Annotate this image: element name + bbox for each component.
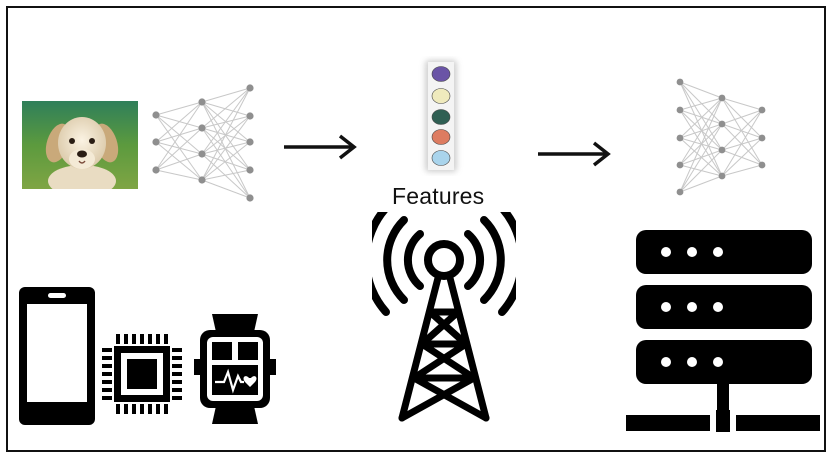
server-rack-icon [626, 230, 820, 432]
arrow-right-icon [284, 134, 357, 160]
feature-vector-icon [425, 60, 457, 172]
microchip-icon [102, 334, 182, 414]
smartphone-icon [19, 287, 95, 425]
decoder-neural-network-icon [676, 78, 766, 196]
puppy-photo [22, 101, 138, 189]
encoder-neural-network-icon [152, 84, 254, 202]
arrow-right-icon [538, 141, 611, 167]
radio-tower-icon [372, 212, 516, 422]
features-label: Features [392, 183, 485, 209]
smartwatch-icon [194, 314, 276, 424]
